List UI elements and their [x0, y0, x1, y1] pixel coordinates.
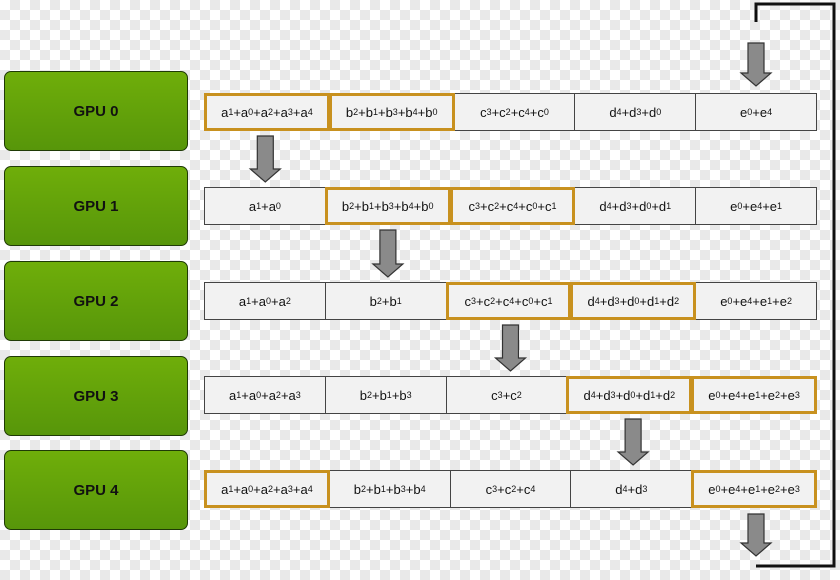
transfer-arrow-e-in — [739, 42, 773, 87]
transfer-arrow-d — [616, 418, 650, 466]
gpu-label: GPU 0 — [73, 102, 119, 120]
transfer-arrow-e-out — [739, 513, 773, 557]
gpu-box-3: GPU 3 — [4, 356, 188, 436]
gpu-box-4: GPU 4 — [4, 450, 188, 530]
gpu-box-2: GPU 2 — [4, 261, 188, 341]
gpu-label: GPU 2 — [73, 292, 119, 310]
transfer-arrow-b — [371, 229, 405, 278]
gpu-label: GPU 3 — [73, 387, 119, 405]
transfer-arrow-c — [493, 324, 528, 372]
gpu-label: GPU 4 — [73, 481, 119, 499]
gpu-label: GPU 1 — [73, 197, 119, 215]
gpu-box-1: GPU 1 — [4, 166, 188, 246]
gpu-box-0: GPU 0 — [4, 71, 188, 151]
transfer-arrow-a — [248, 135, 282, 183]
